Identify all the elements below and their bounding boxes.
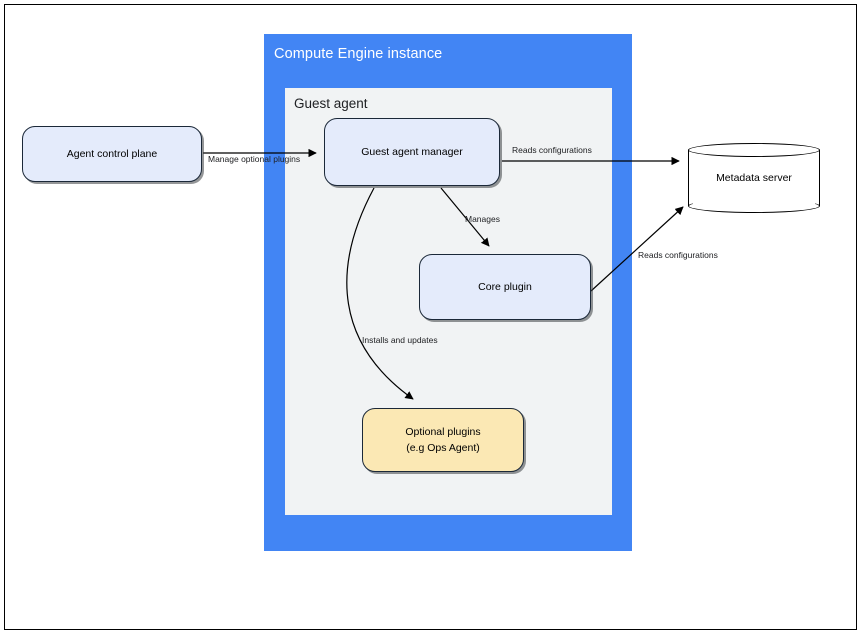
cylinder-bottom-ellipse xyxy=(688,199,820,213)
container-guest-agent-title: Guest agent xyxy=(294,96,368,111)
node-optional-plugins-label-line2: (e.g Ops Agent) xyxy=(406,442,480,454)
node-metadata-server-label: Metadata server xyxy=(716,172,792,184)
node-core-plugin-label: Core plugin xyxy=(478,280,532,293)
node-optional-plugins-label-group: Optional plugins (e.g Ops Agent) xyxy=(405,424,480,457)
edge-label-manage-optional-plugins: Manage optional plugins xyxy=(208,154,301,164)
edge-label-reads-configurations-core: Reads configurations xyxy=(638,250,718,260)
cylinder-body-shape xyxy=(688,150,820,206)
container-compute-engine-instance-title: Compute Engine instance xyxy=(274,46,443,62)
edge-label-installs-and-updates: Installs and updates xyxy=(362,335,438,345)
node-agent-control-plane-label: Agent control plane xyxy=(66,147,158,160)
cylinder-top-ellipse xyxy=(688,143,820,157)
edge-label-reads-configurations-manager: Reads configurations xyxy=(512,145,592,155)
node-guest-agent-manager[interactable]: Guest agent manager xyxy=(324,118,500,186)
node-metadata-server[interactable]: Metadata server xyxy=(688,143,820,213)
node-agent-control-plane[interactable]: Agent control plane xyxy=(22,126,202,182)
node-optional-plugins-label-line1: Optional plugins xyxy=(405,425,481,438)
edge-label-manages: Manages xyxy=(465,214,500,224)
node-optional-plugins[interactable]: Optional plugins (e.g Ops Agent) xyxy=(362,408,524,472)
node-guest-agent-manager-label: Guest agent manager xyxy=(361,145,463,158)
node-metadata-server-label-wrap: Metadata server xyxy=(688,143,820,213)
node-core-plugin[interactable]: Core plugin xyxy=(419,254,591,320)
